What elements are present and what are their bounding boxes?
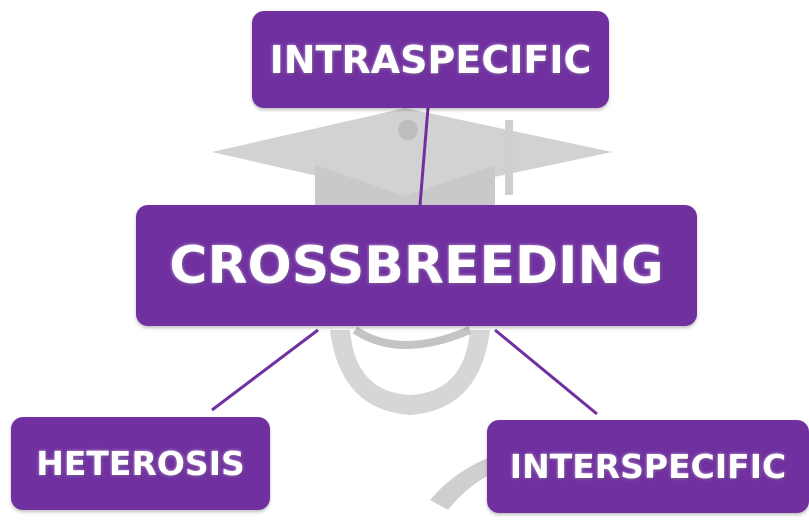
node-intraspecific-label: INTRASPECIFIC [270, 38, 592, 82]
node-heterosis-label: HETEROSIS [36, 444, 245, 483]
node-interspecific-label: INTERSPECIFIC [510, 447, 786, 486]
connector-right [495, 330, 597, 414]
node-crossbreeding: CROSSBREEDING [136, 205, 697, 326]
node-crossbreeding-label: CROSSBREEDING [169, 236, 663, 296]
node-interspecific: INTERSPECIFIC [487, 420, 809, 513]
node-heterosis: HETEROSIS [11, 417, 270, 510]
node-intraspecific: INTRASPECIFIC [252, 11, 609, 108]
connector-left [212, 330, 318, 410]
